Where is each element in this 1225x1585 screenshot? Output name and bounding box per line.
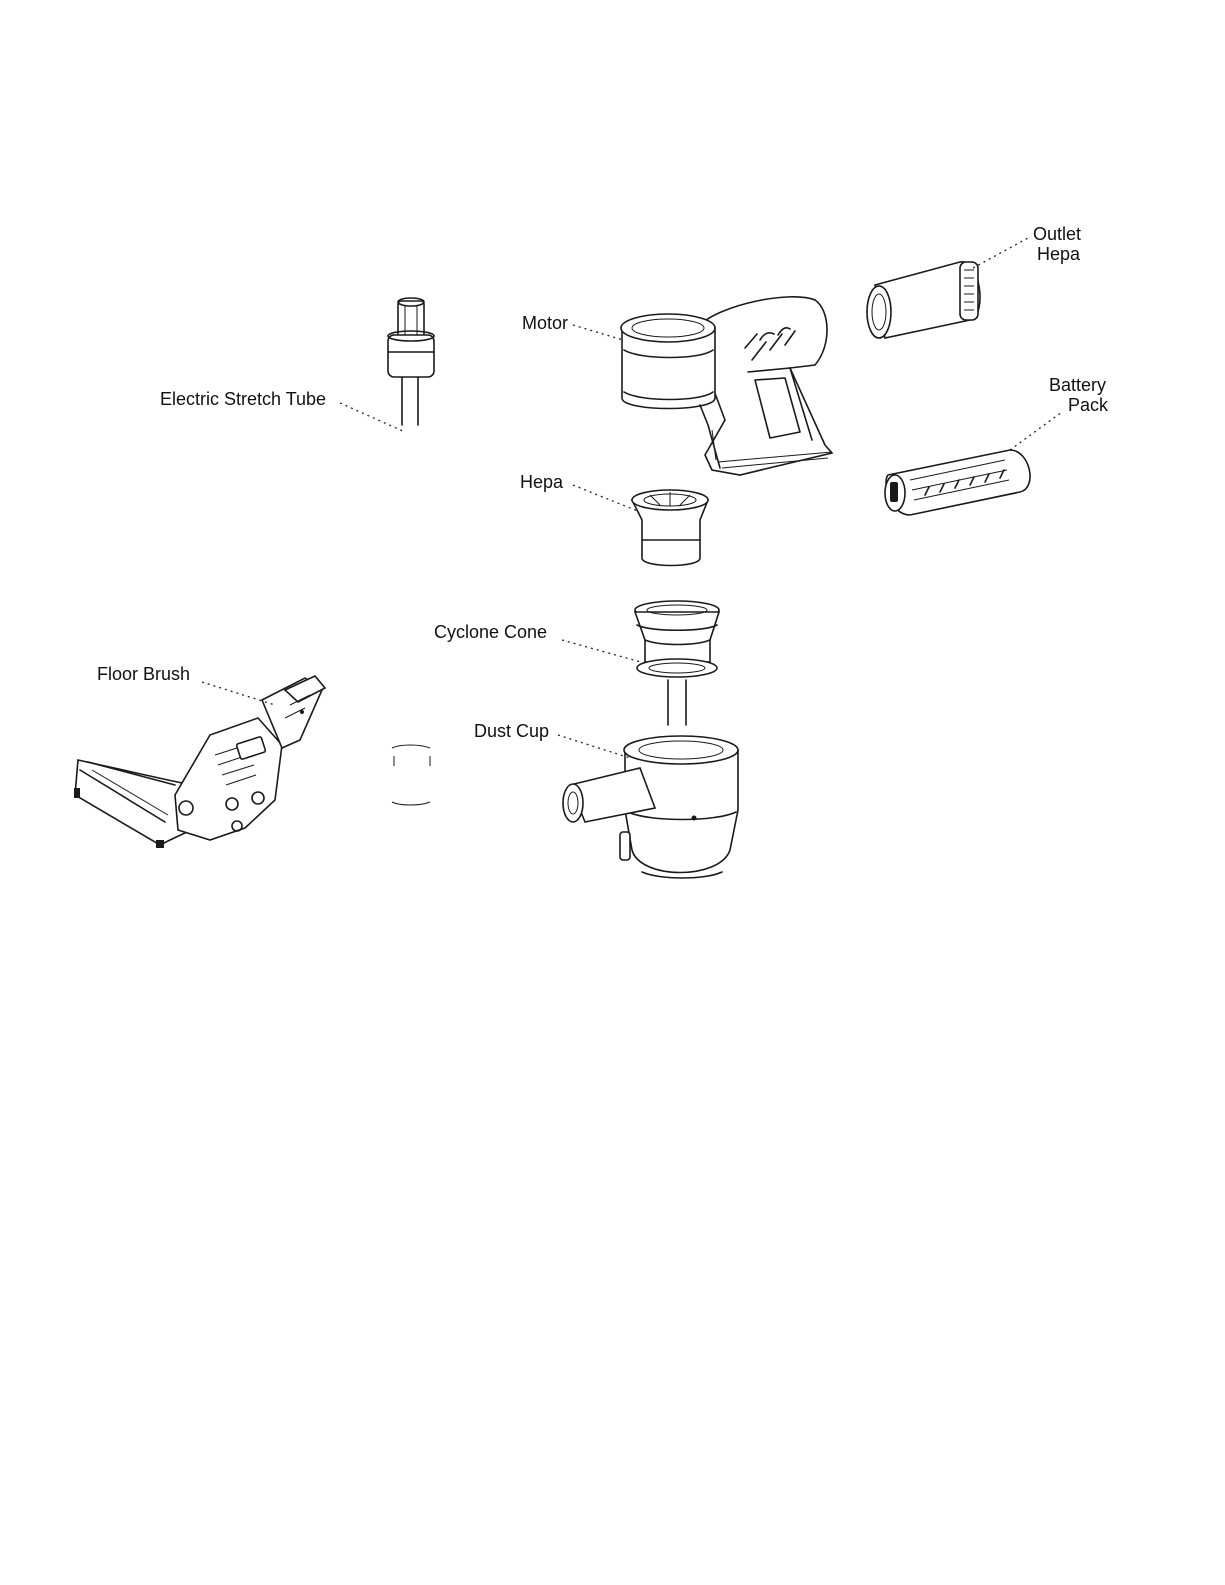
label-floor-brush: Floor Brush [97,664,190,684]
label-motor: Motor [522,313,568,333]
battery-pack-part [885,450,1030,515]
label-dust-cup: Dust Cup [474,721,549,741]
connector-part [392,745,430,805]
label-cyclone-cone: Cyclone Cone [434,622,547,642]
hepa-part [632,490,708,566]
outlet-hepa-part [867,262,980,338]
label-outlet-hepa-line2: Hepa [1037,244,1081,264]
label-battery-pack-line1: Battery [1049,375,1106,395]
cyclone-cone-part [635,601,719,725]
electric-stretch-tube-part [388,298,434,425]
label-battery-pack-line2: Pack [1068,395,1109,415]
dust-cup-part [563,736,738,878]
floor-brush-part [74,676,325,848]
label-electric-stretch-tube: Electric Stretch Tube [160,389,326,409]
label-hepa: Hepa [520,472,564,492]
motor-part [621,297,832,475]
label-outlet-hepa-line1: Outlet [1033,224,1081,244]
